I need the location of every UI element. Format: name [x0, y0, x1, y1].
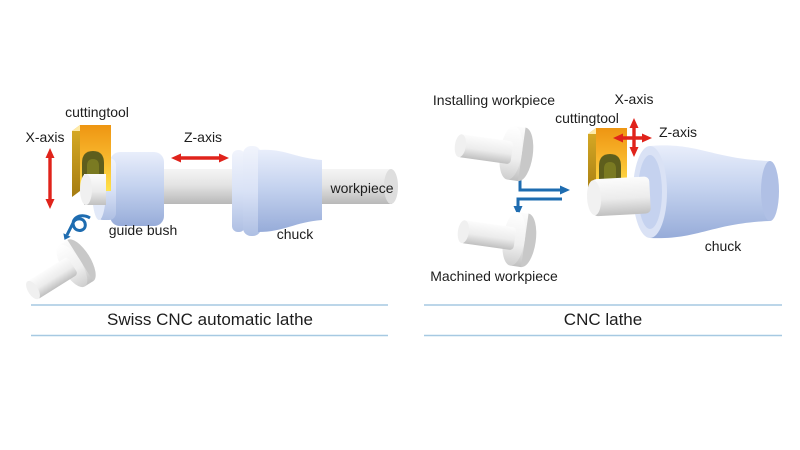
label-workpiece: workpiece — [330, 180, 394, 196]
eject-arrow — [63, 214, 91, 240]
machined-workpiece-shape — [454, 204, 540, 269]
label-x-axis-left: X-axis — [25, 129, 65, 145]
label-cuttingtool-left: cuttingtool — [65, 104, 129, 120]
label-chuck-left: chuck — [276, 226, 314, 242]
label-machined-workpiece: Machined workpiece — [430, 268, 558, 284]
x-axis-arrow-left — [45, 148, 55, 209]
label-x-axis-right: X-axis — [614, 91, 654, 107]
flow-arrow-out — [513, 197, 562, 216]
bar-tip — [80, 174, 106, 205]
section-divider-right — [424, 304, 782, 337]
flow-arrow-in — [518, 177, 570, 195]
z-axis-arrow-left — [171, 153, 229, 163]
label-chuck-right: chuck — [704, 238, 742, 254]
label-z-axis-left: Z-axis — [183, 129, 223, 145]
label-cuttingtool-right: cuttingtool — [555, 110, 619, 126]
xz-cross-arrows — [613, 118, 652, 157]
workpiece-stub — [587, 176, 651, 217]
label-guide-bush: guide bush — [108, 222, 178, 238]
tool-side-face — [72, 125, 80, 197]
machined-part-small — [15, 234, 102, 314]
section-divider-left — [31, 304, 388, 337]
title-cnc-lathe: CNC lathe — [563, 310, 643, 329]
installing-workpiece-shape — [451, 118, 537, 183]
label-installing-workpiece: Installing workpiece — [432, 92, 556, 108]
chuck-left — [232, 146, 322, 236]
label-z-axis-right: Z-axis — [658, 124, 698, 140]
tool-side-face — [588, 128, 596, 196]
title-swiss-cnc-lathe: Swiss CNC automatic lathe — [107, 310, 313, 329]
chuck-right — [633, 145, 779, 239]
